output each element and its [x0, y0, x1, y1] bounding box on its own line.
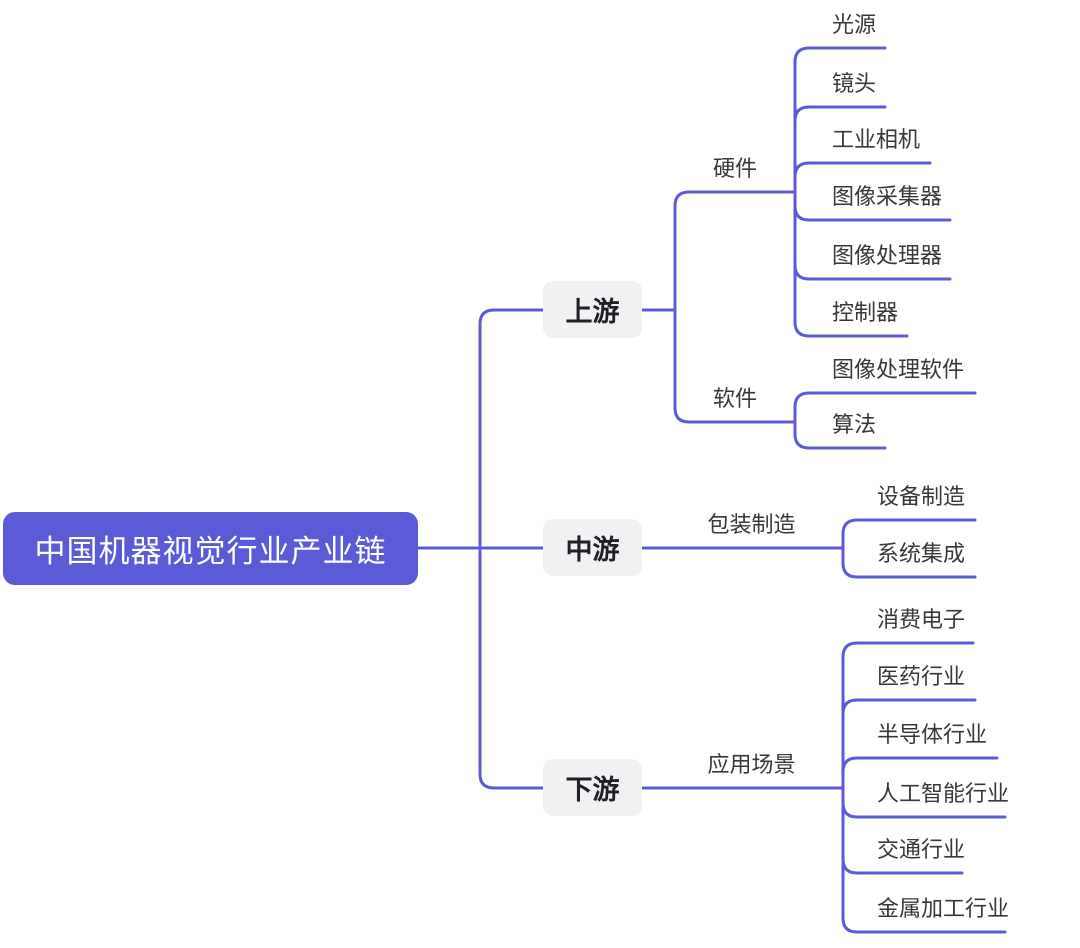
- controller-line: [793, 320, 909, 338]
- leaf-image-processing-software[interactable]: 图像处理软件: [832, 357, 965, 382]
- algorithm-line: [793, 432, 887, 450]
- leaf-ai-industry[interactable]: 人工智能行业: [877, 781, 1010, 806]
- root-node[interactable]: 中国机器视觉行业产业链: [3, 512, 418, 585]
- equipment-manufacturing-line: [841, 518, 977, 536]
- upstream-group-bracket: [673, 190, 797, 424]
- midstream-connectors: [638, 518, 977, 579]
- group-packaging-manufacturing[interactable]: 包装制造: [707, 512, 796, 537]
- main-trunk-line: [478, 308, 545, 790]
- group-hardware[interactable]: 硬件: [712, 156, 757, 181]
- image-software-line: [793, 391, 977, 409]
- leaf-equipment-manufacturing[interactable]: 设备制造: [877, 484, 966, 509]
- leaf-consumer-electronics[interactable]: 消费电子: [877, 607, 966, 632]
- transportation-line: [841, 857, 964, 875]
- consumer-electronics-line: [841, 641, 975, 659]
- leaf-lens[interactable]: 镜头: [832, 71, 877, 96]
- ai-line: [841, 801, 1007, 819]
- group-application-scenarios[interactable]: 应用场景: [707, 752, 796, 777]
- industrial-camera-line: [793, 161, 932, 179]
- leaf-metal-processing-industry[interactable]: 金属加工行业: [877, 896, 1010, 921]
- system-integration-line: [841, 561, 977, 579]
- leaf-light-source[interactable]: 光源: [832, 12, 877, 37]
- leaf-pharmaceutical-industry[interactable]: 医药行业: [877, 664, 966, 689]
- semiconductor-line: [841, 756, 999, 774]
- lens-line: [793, 105, 887, 123]
- image-capture-line: [793, 204, 952, 222]
- leaf-semiconductor-industry[interactable]: 半导体行业: [877, 722, 988, 747]
- root-connector: [416, 308, 545, 790]
- leaf-image-processor[interactable]: 图像处理器: [832, 243, 943, 268]
- branch-midstream[interactable]: 中游: [543, 519, 642, 576]
- upstream-connectors: [640, 46, 977, 450]
- group-software[interactable]: 软件: [712, 386, 757, 411]
- leaf-transportation-industry[interactable]: 交通行业: [877, 837, 966, 862]
- branch-downstream[interactable]: 下游: [543, 759, 642, 816]
- leaf-industrial-camera[interactable]: 工业相机: [832, 127, 921, 152]
- image-processor-line: [793, 263, 952, 281]
- leaf-system-integration[interactable]: 系统集成: [877, 541, 966, 566]
- leaf-controller[interactable]: 控制器: [832, 300, 899, 325]
- light-source-line: [793, 46, 887, 64]
- leaf-algorithm[interactable]: 算法: [832, 412, 877, 437]
- leaf-image-capture-device[interactable]: 图像采集器: [832, 184, 943, 209]
- downstream-connectors: [639, 641, 1007, 934]
- pharma-line: [841, 698, 977, 716]
- metal-processing-line: [841, 916, 1007, 934]
- branch-upstream[interactable]: 上游: [543, 281, 642, 338]
